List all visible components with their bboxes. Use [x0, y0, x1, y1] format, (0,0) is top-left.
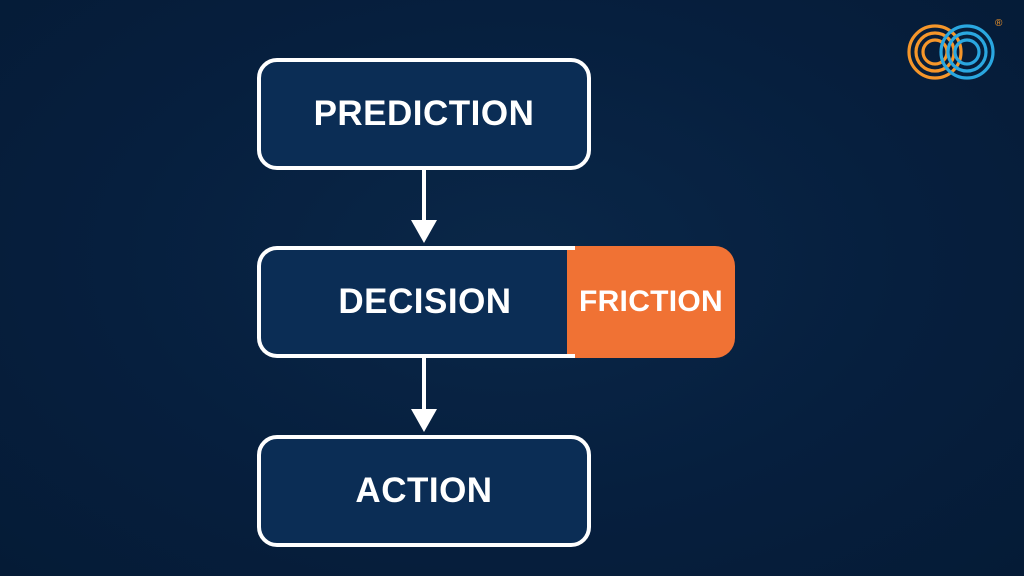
infinity-loop-logo-icon: ® [907, 18, 1003, 80]
registered-mark: ® [995, 18, 1003, 29]
prediction-box: PREDICTION [257, 58, 591, 170]
down-arrow-icon [411, 170, 437, 243]
friction-label: FRICTION [578, 285, 724, 318]
friction-box: FRICTION [567, 246, 735, 358]
prediction-label: PREDICTION [313, 94, 535, 133]
decision-box: DECISION [257, 246, 579, 358]
action-label: ACTION [355, 471, 493, 510]
down-arrow-icon [411, 358, 437, 432]
decision-label: DECISION [338, 282, 512, 321]
decision-row: DECISION FRICTION [257, 246, 735, 358]
action-box: ACTION [257, 435, 591, 547]
